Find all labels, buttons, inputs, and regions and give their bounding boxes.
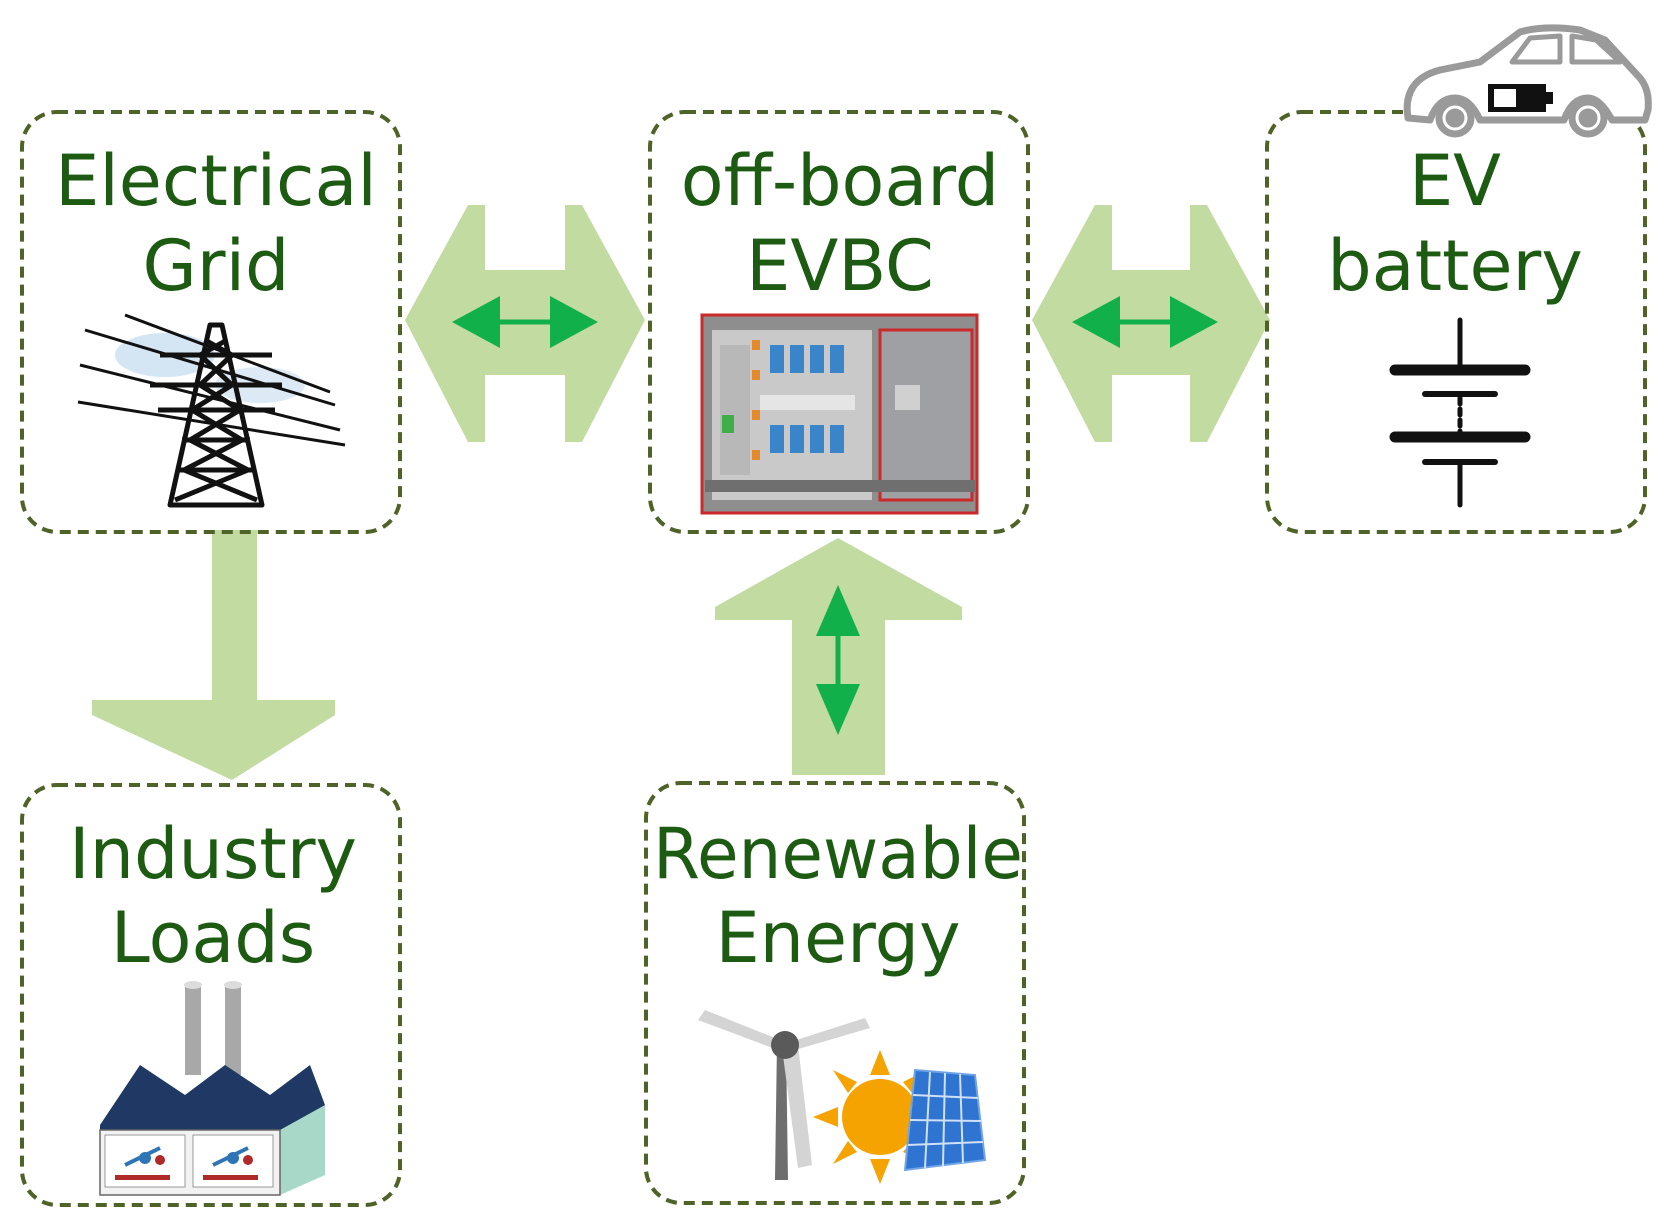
battery-symbol-icon: [1389, 317, 1531, 508]
bidirectional-arrow-evbc-battery: [1072, 296, 1218, 348]
grid-label-line1: Electrical: [55, 140, 377, 222]
wind-turbine-icon: [698, 1010, 870, 1180]
charger-cabinet-photo: [700, 313, 979, 515]
bidirectional-arrow-renewable-evbc: [816, 585, 860, 735]
node-box-evbc: [648, 110, 1030, 534]
industry-label-line1: Industry: [69, 813, 357, 895]
evbc-label-line1: off-board: [681, 140, 999, 222]
car-icon: [1403, 24, 1652, 138]
industry-label-line2: Loads: [111, 897, 315, 979]
battery-label-line2: battery: [1327, 225, 1583, 307]
grid-label-line2: Grid: [143, 225, 290, 307]
evbc-label-line2: EVBC: [746, 225, 934, 307]
transmission-tower-icon: [77, 313, 346, 508]
factory-icon: [99, 981, 325, 1196]
node-box-grid: [20, 110, 402, 534]
solar-panel-icon: [903, 1068, 987, 1172]
bidirectional-arrow-grid-evbc: [452, 296, 598, 348]
renewable-label-line1: Renewable: [653, 813, 1023, 895]
flow-arrow-grid-industry: [92, 530, 335, 780]
node-box-renewable: [644, 781, 1026, 1205]
renewable-label-line2: Energy: [715, 897, 960, 979]
node-box-industry: [20, 783, 402, 1207]
battery-label-line1: EV: [1409, 140, 1501, 222]
